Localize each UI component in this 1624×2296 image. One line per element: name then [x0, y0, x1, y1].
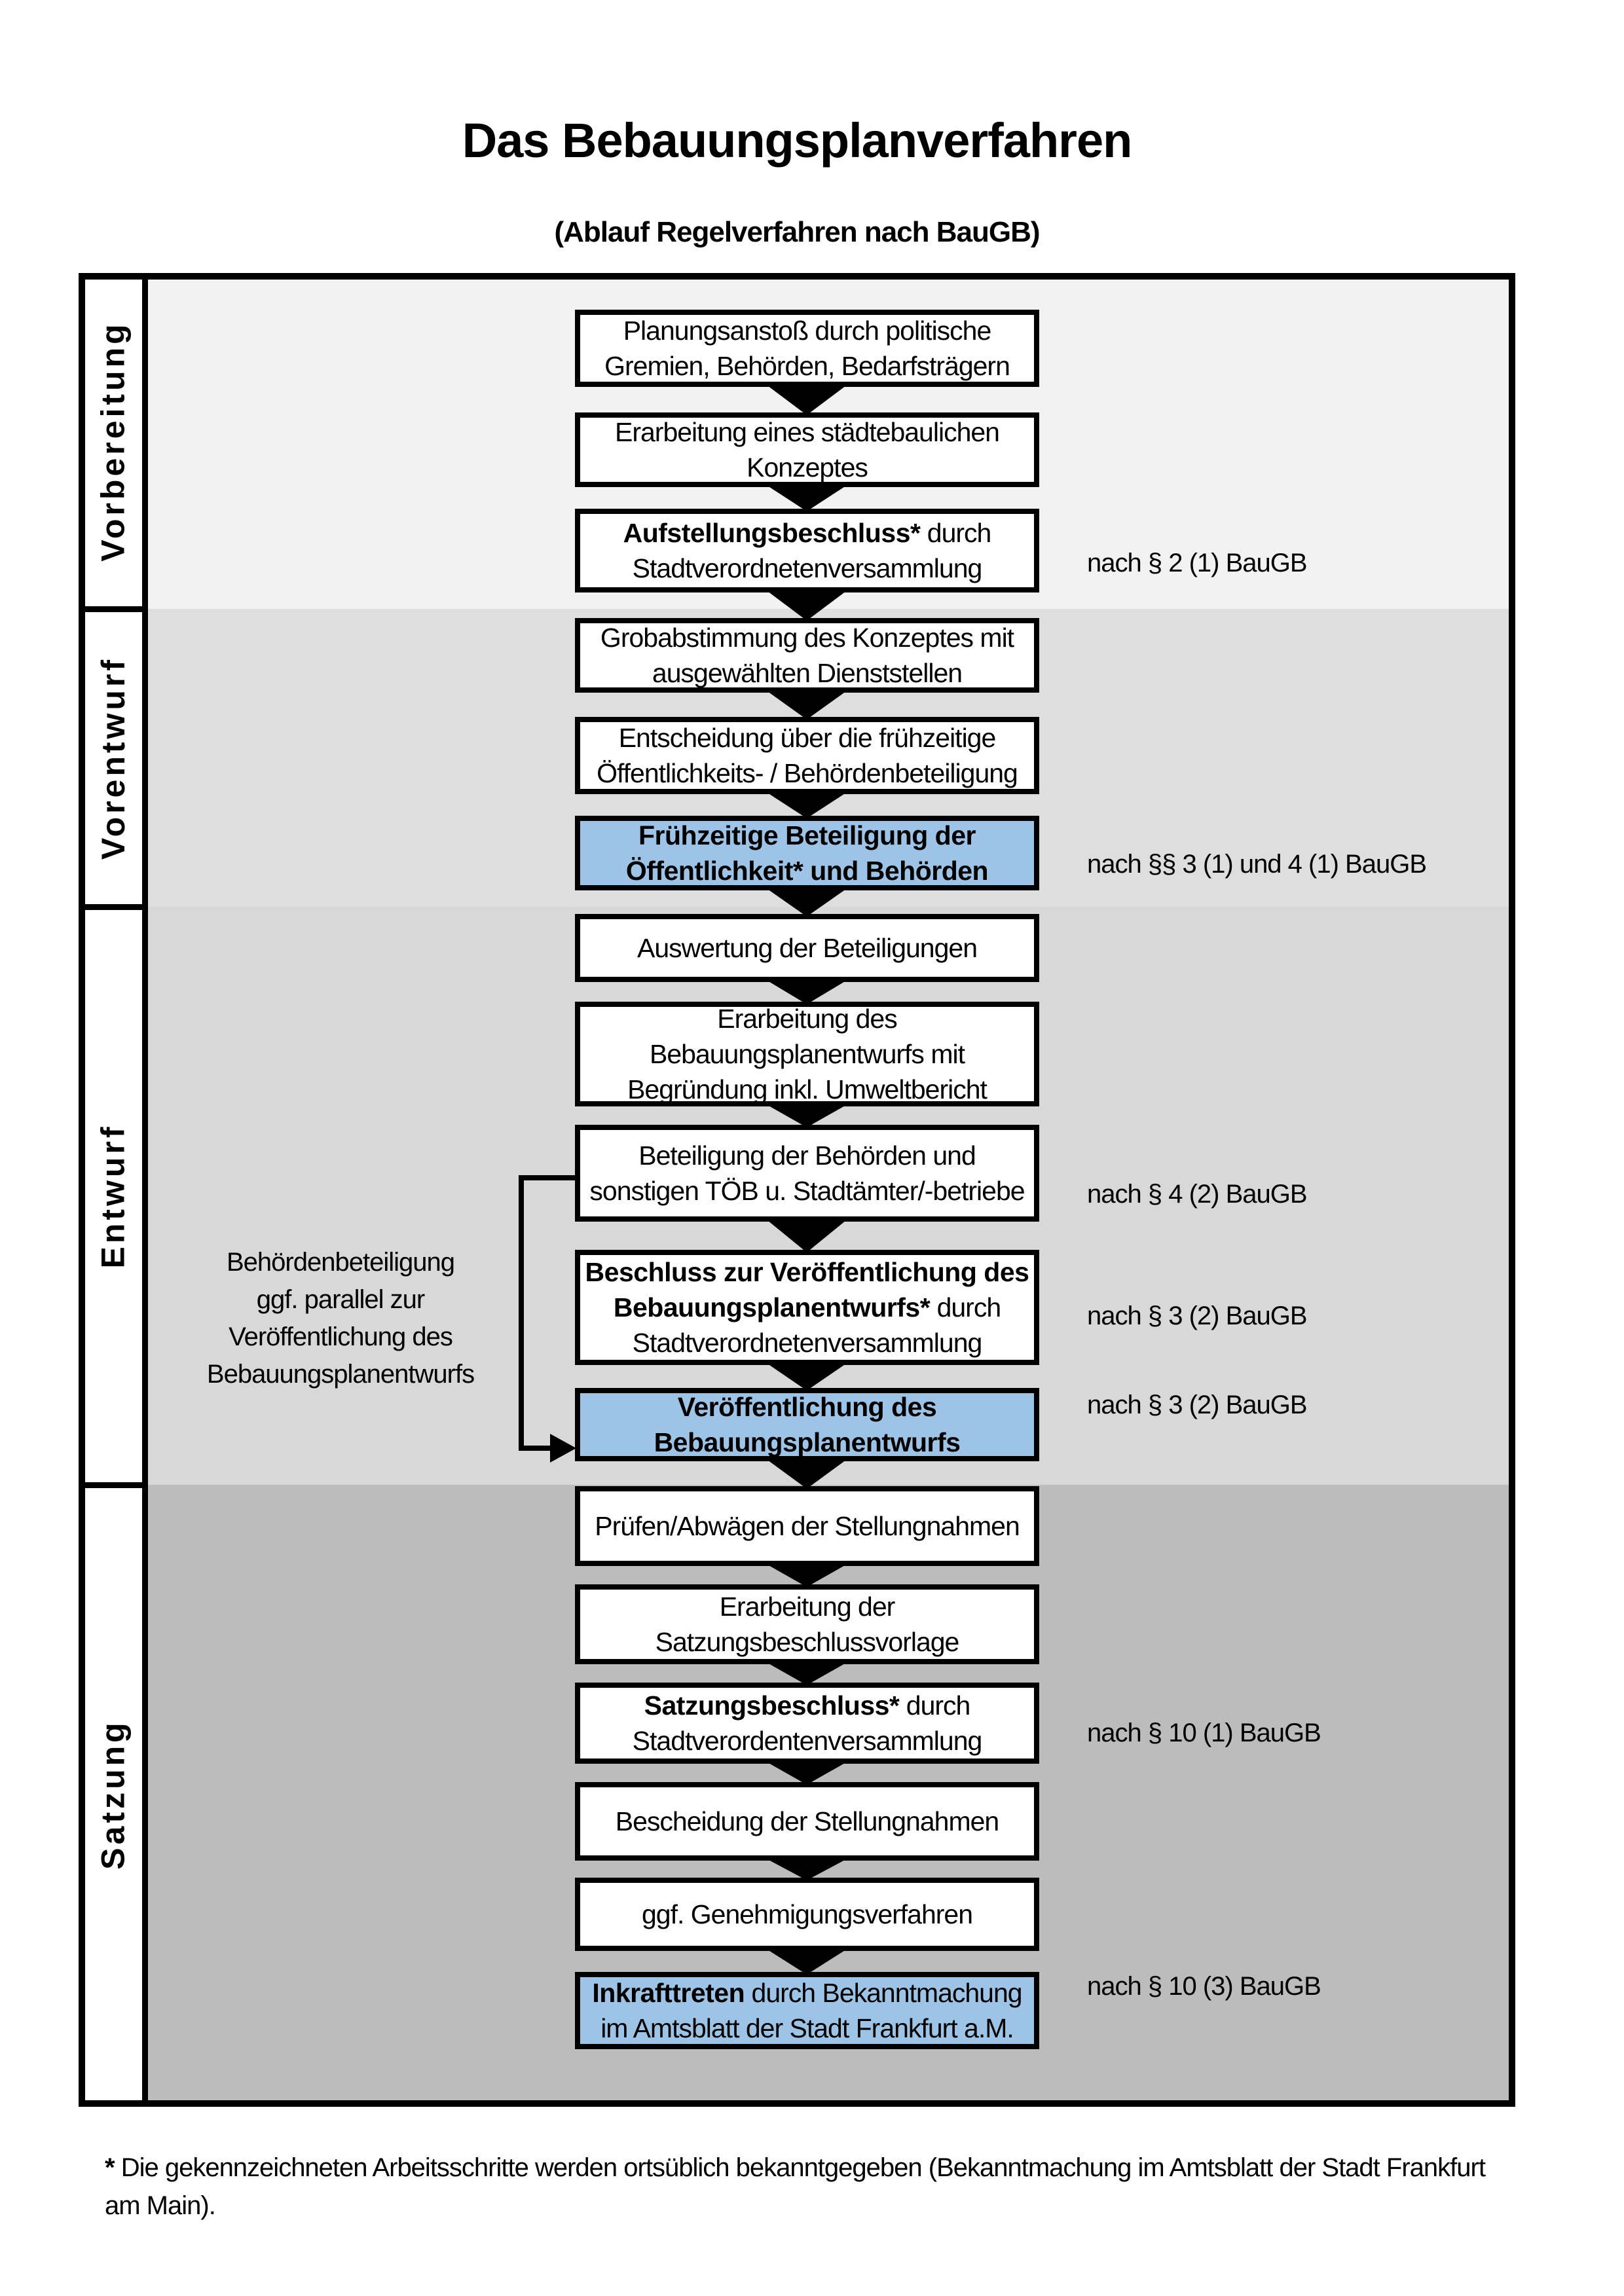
sidebar-divider [79, 606, 148, 612]
flow-box-aufstellungsbeschluss: Aufstellungsbeschluss* durch Stadtverord… [575, 509, 1039, 592]
box-line: Planungsanstoß durch politische [623, 316, 992, 346]
side-note-line: Bebauungsplanentwurfs [206, 1360, 475, 1389]
flow-box-pruefen-abwaegen: Prüfen/Abwägen der Stellungnahmen [575, 1486, 1039, 1566]
flow-box-satzungsbeschlussvorlage: Erarbeitung der Satzungsbeschlussvorlage [575, 1584, 1039, 1664]
sidebar-divider [79, 1482, 148, 1488]
box-line: Frühzeitige Beteiligung der [638, 820, 976, 850]
box-line: Gremien, Behörden, Bedarfsträgern [604, 351, 1010, 381]
box-line: Erarbeitung der [719, 1592, 896, 1622]
law-reference: nach § 3 (2) BauGB [1087, 1391, 1308, 1419]
box-line: Bescheidung der Stellungnahmen [615, 1806, 999, 1836]
flow-box-genehmigungsverfahren: ggf. Genehmigungsverfahren [575, 1878, 1039, 1951]
page-title: Das Bebauungsplanverfahren [462, 113, 1133, 168]
law-reference: nach § 10 (1) BauGB [1087, 1719, 1321, 1747]
side-note-line: Veröffentlichung des [229, 1322, 453, 1351]
flow-box-behoerdenbeteiligung: Beteiligung der Behörden und sonstigen T… [575, 1125, 1039, 1222]
box-line: Bebauungsplanentwurfs* durch [613, 1292, 1001, 1322]
box-line: Öffentlichkeits- / Behördenbeteiligung [597, 758, 1018, 788]
law-reference: nach § 10 (3) BauGB [1087, 1972, 1321, 2001]
box-line: Stadtverordentenversammlung [632, 1726, 983, 1756]
law-reference: nach § 2 (1) BauGB [1087, 549, 1308, 577]
box-line: Erarbeitung eines städtebaulichen [615, 417, 1000, 447]
box-line: Satzungsbeschluss* durch [644, 1690, 971, 1721]
box-line: Stadtverordnetenversammlung [632, 553, 983, 583]
box-line: Inkrafttreten durch Bekanntmachung [592, 1978, 1022, 2008]
box-line: Veröffentlichung des [677, 1392, 937, 1422]
law-reference: nach §§ 3 (1) und 4 (1) BauGB [1087, 850, 1427, 879]
box-line: Begründung inkl. Umweltbericht [627, 1074, 987, 1104]
footnote: * Die gekennzeichneten Arbeitsschritte w… [105, 2149, 1513, 2225]
flow-box-beschluss-veroeffentlichung: Beschluss zur Veröffentlichung des Bebau… [575, 1250, 1039, 1365]
law-reference: nach § 3 (2) BauGB [1087, 1302, 1308, 1330]
box-line: Erarbeitung des [717, 1004, 897, 1034]
flow-box-erarbeitung-entwurf: Erarbeitung des Bebauungsplanentwurfs mi… [575, 1002, 1039, 1106]
connector-vertical-segment [519, 1175, 524, 1451]
side-note-line: ggf. parallel zur [256, 1285, 425, 1314]
box-line: Auswertung der Beteiligungen [637, 933, 978, 963]
flow-box-auswertung: Auswertung der Beteiligungen [575, 914, 1039, 982]
flow-box-planungsanstoss: Planungsanstoß durch politische Gremien,… [575, 310, 1039, 387]
box-line: Satzungsbeschlussvorlage [655, 1627, 960, 1657]
flow-box-entscheidung-beteiligung: Entscheidung über die frühzeitige Öffent… [575, 717, 1039, 794]
flow-box-inkrafttreten: Inkrafttreten durch Bekanntmachung im Am… [575, 1972, 1039, 2049]
law-reference: nach § 4 (2) BauGB [1087, 1180, 1308, 1209]
box-line: ausgewählten Dienststellen [652, 658, 963, 688]
box-line: im Amtsblatt der Stadt Frankfurt a.M. [600, 2013, 1014, 2043]
box-line: Bebauungsplanentwurfs [654, 1427, 961, 1457]
sidebar-divider [79, 904, 148, 910]
box-line: Bebauungsplanentwurfs mit [650, 1039, 965, 1069]
flow-box-satzungsbeschluss: Satzungsbeschluss* durch Stadtverordente… [575, 1683, 1039, 1764]
sidebar-label-satzung: Satzung [95, 1719, 132, 1870]
box-line: Beteiligung der Behörden und [638, 1140, 976, 1171]
box-line: ggf. Genehmigungsverfahren [641, 1899, 973, 1929]
side-note-line: Behördenbeteiligung [227, 1248, 455, 1277]
box-line: Entscheidung über die frühzeitige [618, 723, 997, 753]
flow-box-bescheidung: Bescheidung der Stellungnahmen [575, 1782, 1039, 1861]
box-line: Konzeptes [747, 452, 868, 483]
flow-box-grobabstimmung: Grobabstimmung des Konzeptes mit ausgewä… [575, 618, 1039, 693]
flow-box-staedtebauliches-konzept: Erarbeitung eines städtebaulichen Konzep… [575, 412, 1039, 487]
box-line: Öffentlichkeit* und Behörden [625, 856, 989, 886]
connector-bottom-segment [519, 1446, 555, 1451]
flow-box-fruehzeitige-beteiligung: Frühzeitige Beteiligung der Öffentlichke… [575, 816, 1039, 890]
footnote-text: Die gekennzeichneten Arbeitsschritte wer… [105, 2153, 1486, 2220]
box-line: Stadtverordnetenversammlung [632, 1328, 983, 1358]
side-note: Behördenbeteiligung ggf. parallel zur Ve… [157, 1244, 524, 1393]
flow-box-veroeffentlichung: Veröffentlichung des Bebauungsplanentwur… [575, 1388, 1039, 1461]
box-line: Beschluss zur Veröffentlichung des [585, 1257, 1029, 1287]
connector-top-segment [519, 1175, 575, 1180]
page-subtitle: (Ablauf Regelverfahren nach BauGB) [554, 216, 1040, 248]
sidebar-label-vorentwurf: Vorentwurf [95, 656, 132, 860]
box-line: Aufstellungsbeschluss* durch [623, 518, 992, 548]
box-line: Prüfen/Abwägen der Stellungnahmen [595, 1511, 1020, 1541]
box-line: sonstigen TÖB u. Stadtämter/-betriebe [589, 1176, 1025, 1206]
footnote-asterisk: * [105, 2153, 115, 2182]
sidebar-label-entwurf: Entwurf [95, 1123, 132, 1269]
box-line: Grobabstimmung des Konzeptes mit [600, 623, 1014, 653]
sidebar-label-vorbereitung: Vorbereitung [95, 320, 132, 562]
